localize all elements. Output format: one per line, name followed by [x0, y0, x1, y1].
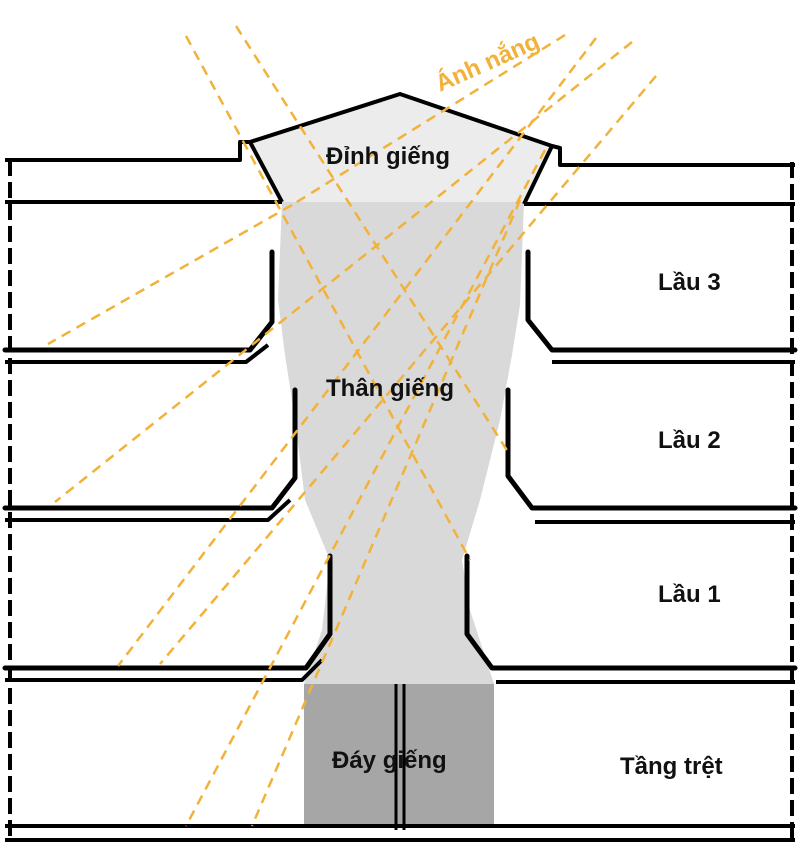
ground-floor-structure	[5, 684, 795, 842]
floor-3-label: Lầu 3	[658, 269, 721, 296]
building-outline	[8, 160, 794, 840]
sun-ray	[291, 33, 566, 207]
well-bottom-label: Đáy giếng	[332, 747, 447, 774]
sun-ray	[47, 203, 293, 346]
well-body-label: Thân giếng	[326, 375, 454, 402]
sun-ray	[117, 37, 597, 667]
floor-1-structure	[2, 553, 798, 684]
floor-2-label: Lầu 2	[658, 427, 721, 454]
sun-ray	[184, 35, 472, 561]
sun-ray	[54, 41, 633, 503]
well-bottom-area	[304, 684, 494, 828]
floor-3-structure	[2, 249, 798, 364]
sunlight-label: Ánh nắng	[431, 27, 543, 98]
well-body-area	[278, 202, 524, 684]
sun-ray	[184, 149, 547, 827]
sun-ray	[250, 199, 522, 827]
well-top-label: Đỉnh giếng	[326, 143, 450, 170]
ground-floor-label: Tầng trệt	[620, 753, 723, 780]
floor-1-label: Lầu 1	[658, 581, 721, 608]
roof	[5, 92, 795, 206]
sunlight-rays	[47, 25, 657, 827]
sun-ray	[159, 75, 657, 665]
